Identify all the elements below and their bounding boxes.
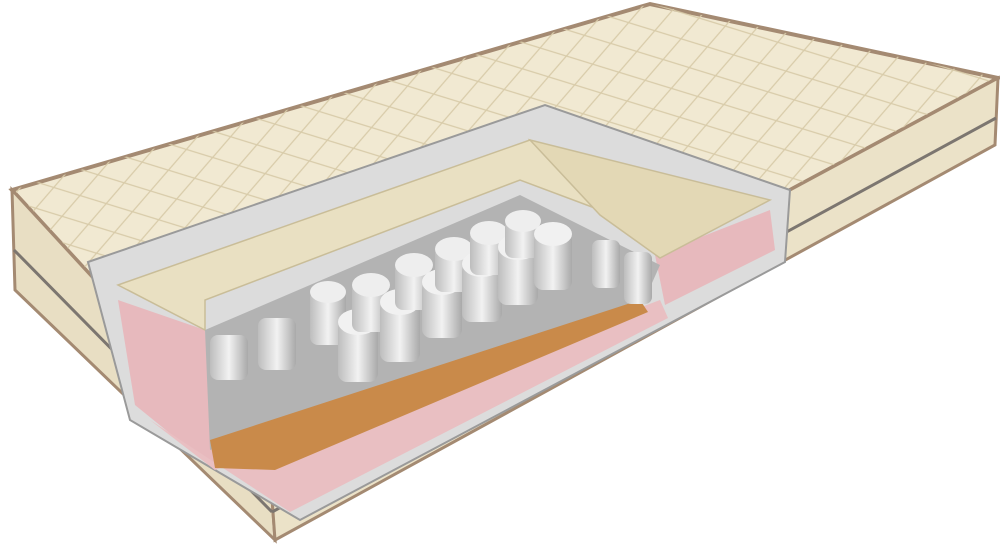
spring [310, 281, 346, 345]
latex-layer-right [527, 138, 773, 259]
pocket-springs [210, 210, 652, 382]
coir-layer [210, 300, 648, 470]
pink-foam-right [655, 210, 775, 305]
spring [534, 222, 572, 290]
spring [210, 335, 248, 380]
spring [592, 240, 620, 288]
spring [258, 318, 296, 370]
spring [505, 210, 541, 258]
spring [624, 252, 652, 304]
pink-foam-left [118, 300, 215, 470]
